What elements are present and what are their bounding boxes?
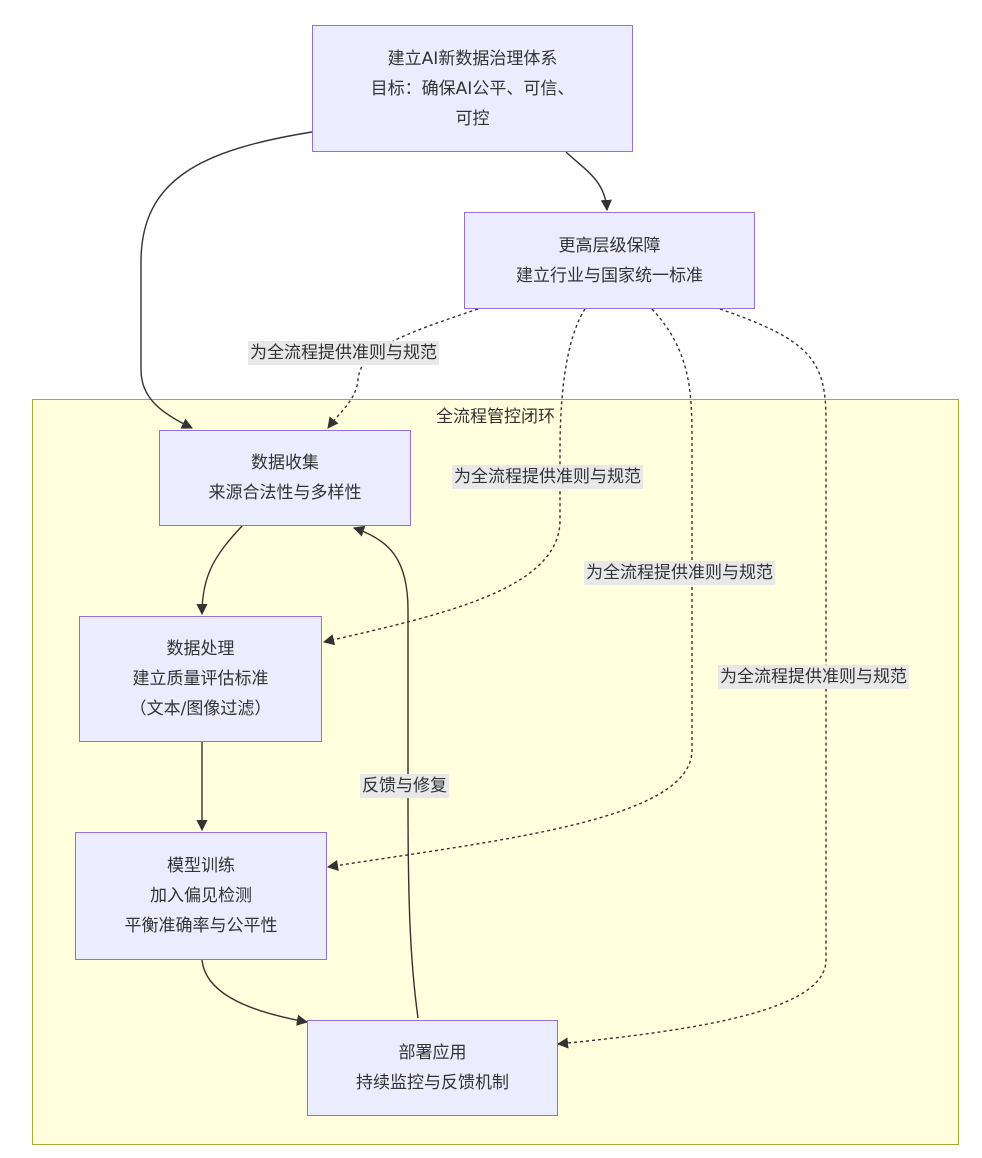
edge-label-norms-4: 为全流程提供准则与规范 — [718, 665, 909, 689]
edge-label-norms-3: 为全流程提供准则与规范 — [584, 561, 775, 585]
node-process-line-2: 建立质量评估标准 — [132, 669, 269, 689]
edge-guarantee-to-deploy — [556, 308, 827, 1049]
edge-guarantee-to-collect — [327, 308, 479, 429]
node-train-line-1: 模型训练 — [167, 856, 235, 876]
node-guarantee-line-1: 更高层级保障 — [558, 235, 661, 256]
node-train-line-3: 平衡准确率与公平性 — [124, 916, 278, 936]
node-process-line-1: 数据处理 — [166, 639, 235, 659]
node-guarantee: 更高层级保障 建立行业与国家统一标准 — [464, 212, 755, 309]
node-train: 模型训练 加入偏见检测 平衡准确率与公平性 — [75, 832, 327, 960]
node-guarantee-line-2: 建立行业与国家统一标准 — [516, 265, 703, 286]
edge-label-norms-2: 为全流程提供准则与规范 — [452, 465, 643, 489]
edge-deploy-feedback-to-collect — [352, 525, 419, 1019]
node-goal: 建立AI新数据治理体系 目标：确保AI公平、可信、 可控 — [312, 25, 633, 152]
node-train-line-2: 加入偏见检测 — [150, 886, 252, 906]
edge-label-norms-1: 为全流程提供准则与规范 — [248, 341, 439, 365]
node-process: 数据处理 建立质量评估标准 （文本/图像过滤） — [79, 616, 322, 742]
edge-goal-to-collect — [140, 131, 313, 429]
node-process-line-3: （文本/图像过滤） — [129, 699, 272, 719]
node-goal-line-1: 建立AI新数据治理体系 — [387, 48, 558, 69]
node-deploy-line-1: 部署应用 — [398, 1043, 467, 1063]
node-collect: 数据收集 来源合法性与多样性 — [159, 430, 411, 526]
subgraph-title: 全流程管控闭环 — [436, 407, 555, 427]
node-collect-line-1: 数据收集 — [251, 453, 319, 473]
edge-guarantee-to-train — [326, 308, 693, 871]
node-deploy-line-2: 持续监控与反馈机制 — [356, 1073, 509, 1093]
edge-train-to-deploy — [201, 959, 309, 1026]
node-deploy: 部署应用 持续监控与反馈机制 — [307, 1020, 558, 1116]
node-collect-line-2: 来源合法性与多样性 — [208, 483, 362, 503]
edge-collect-to-process — [196, 525, 243, 616]
edge-label-feedback: 反馈与修复 — [360, 774, 449, 798]
edge-guarantee-to-process — [322, 308, 586, 646]
edge-goal-to-guarantee — [565, 151, 612, 212]
node-goal-line-3: 可控 — [455, 108, 490, 129]
node-goal-line-2: 目标：确保AI公平、可信、 — [370, 78, 575, 99]
